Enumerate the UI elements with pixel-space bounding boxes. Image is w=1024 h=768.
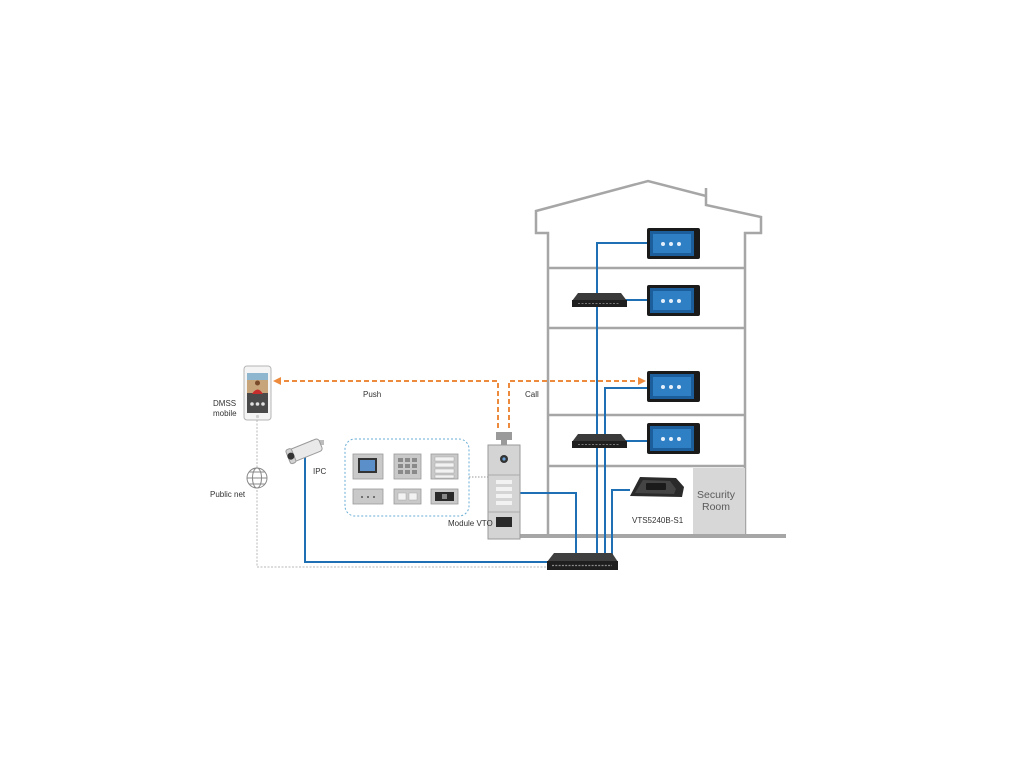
call-label: Call [525, 390, 539, 399]
call-arrowhead [638, 377, 646, 385]
indoor-monitor-2-icon [647, 285, 700, 316]
building-roof [534, 179, 763, 535]
floor-switch-lower-icon [572, 434, 627, 448]
dmss-label-line1: DMSS [213, 399, 236, 408]
button-module-icon [430, 453, 459, 480]
module-options [352, 453, 459, 505]
security-room-label-line2: Room [702, 501, 730, 513]
cable-ipc [304, 456, 560, 563]
push-label: Push [363, 390, 381, 399]
main-switch-icon [547, 553, 618, 570]
push-path [279, 380, 499, 428]
network-cables [304, 242, 647, 563]
indicator-module-icon [352, 488, 384, 505]
cable-vto [516, 492, 577, 560]
two-button-module-icon [393, 488, 422, 505]
signal-paths [279, 380, 639, 428]
indoor-monitor-3-icon [647, 371, 700, 402]
module-vto-label: Module VTO [448, 519, 493, 528]
dmss-label-line2: mobile [213, 409, 237, 418]
push-arrowhead [273, 377, 281, 385]
indoor-monitor-4-icon [647, 423, 700, 454]
cable-monitor-1 [596, 242, 647, 560]
master-station-icon [630, 477, 684, 497]
security-room [693, 468, 745, 535]
security-room-label-line1: Security [697, 489, 736, 501]
bullet-camera-icon [285, 438, 324, 465]
module-vto-icon [487, 432, 521, 540]
display-module-icon [352, 453, 384, 480]
public-net-label: Public net [210, 490, 246, 499]
building [534, 179, 763, 535]
floor-switch-upper-icon [572, 293, 627, 307]
indoor-monitor-1-icon [647, 228, 700, 259]
cable-monitor-3 [604, 387, 647, 560]
card-reader-module-icon [430, 488, 459, 505]
cable-vts [611, 489, 630, 560]
smartphone-icon [243, 365, 272, 421]
globe-icon [246, 467, 268, 489]
ipc-label: IPC [313, 467, 327, 476]
keypad-module-icon [393, 453, 422, 480]
vts-label: VTS5240B-S1 [632, 516, 684, 525]
